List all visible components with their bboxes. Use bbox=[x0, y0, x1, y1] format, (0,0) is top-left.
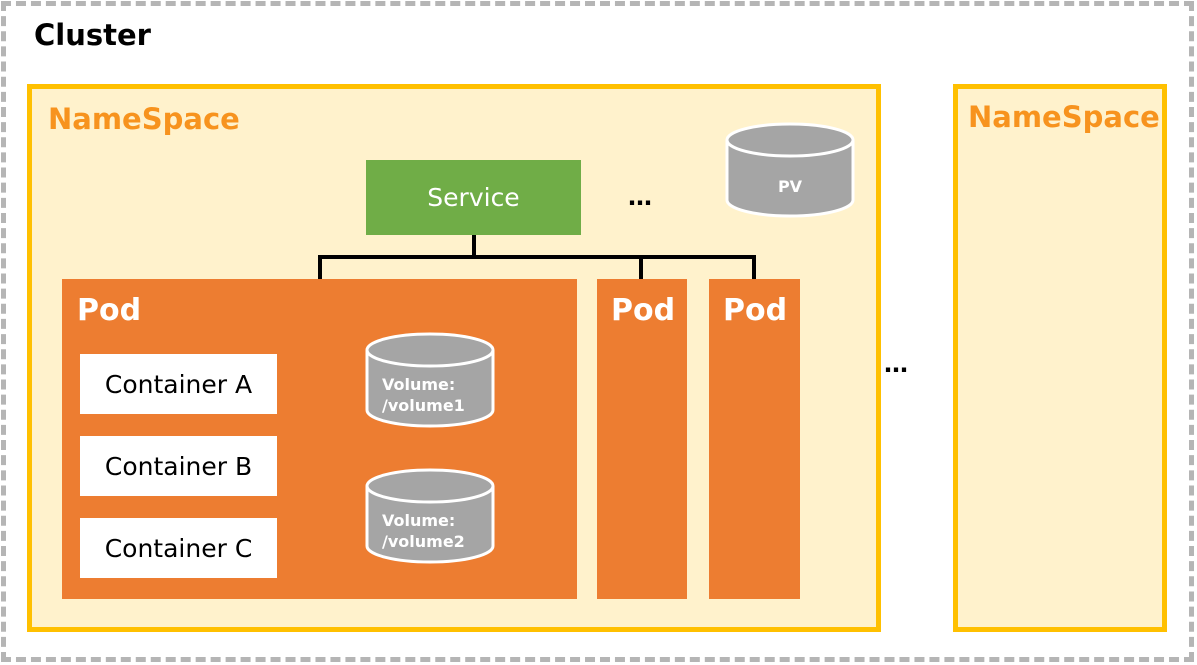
pod-2 bbox=[597, 279, 687, 599]
volume-cylinder-1 bbox=[365, 332, 495, 428]
cluster-title: Cluster bbox=[34, 18, 151, 52]
ellipsis-namespace-items: … bbox=[628, 183, 653, 211]
volume-cylinder-2 bbox=[365, 468, 495, 564]
pod-3 bbox=[709, 279, 800, 599]
volume-label-2: Volume: /volume2 bbox=[382, 510, 465, 552]
container-c: Container C bbox=[80, 518, 277, 578]
volume-1-line1: Volume: bbox=[382, 375, 456, 394]
ellipsis-namespaces: … bbox=[884, 350, 909, 378]
namespace-box-2 bbox=[953, 84, 1167, 632]
pod-label-1: Pod bbox=[77, 293, 142, 328]
volume-2-line1: Volume: bbox=[382, 511, 456, 530]
volume-label-1: Volume: /volume1 bbox=[382, 374, 465, 416]
namespace-title-2: NameSpace bbox=[968, 100, 1160, 134]
container-a-label: Container A bbox=[104, 369, 253, 399]
container-b-label: Container B bbox=[104, 451, 253, 481]
namespace-title-1: NameSpace bbox=[48, 102, 240, 136]
service-box: Service bbox=[366, 160, 581, 235]
container-a: Container A bbox=[80, 354, 277, 414]
container-b: Container B bbox=[80, 436, 277, 496]
container-c-label: Container C bbox=[104, 533, 253, 563]
pv-label: PV bbox=[778, 177, 803, 196]
pod-label-3: Pod bbox=[723, 293, 788, 328]
pod-label-2: Pod bbox=[611, 293, 676, 328]
service-label: Service bbox=[427, 183, 520, 212]
pv-cylinder: PV bbox=[725, 122, 855, 218]
volume-2-line2: /volume2 bbox=[382, 532, 465, 551]
volume-1-line2: /volume1 bbox=[382, 396, 465, 415]
